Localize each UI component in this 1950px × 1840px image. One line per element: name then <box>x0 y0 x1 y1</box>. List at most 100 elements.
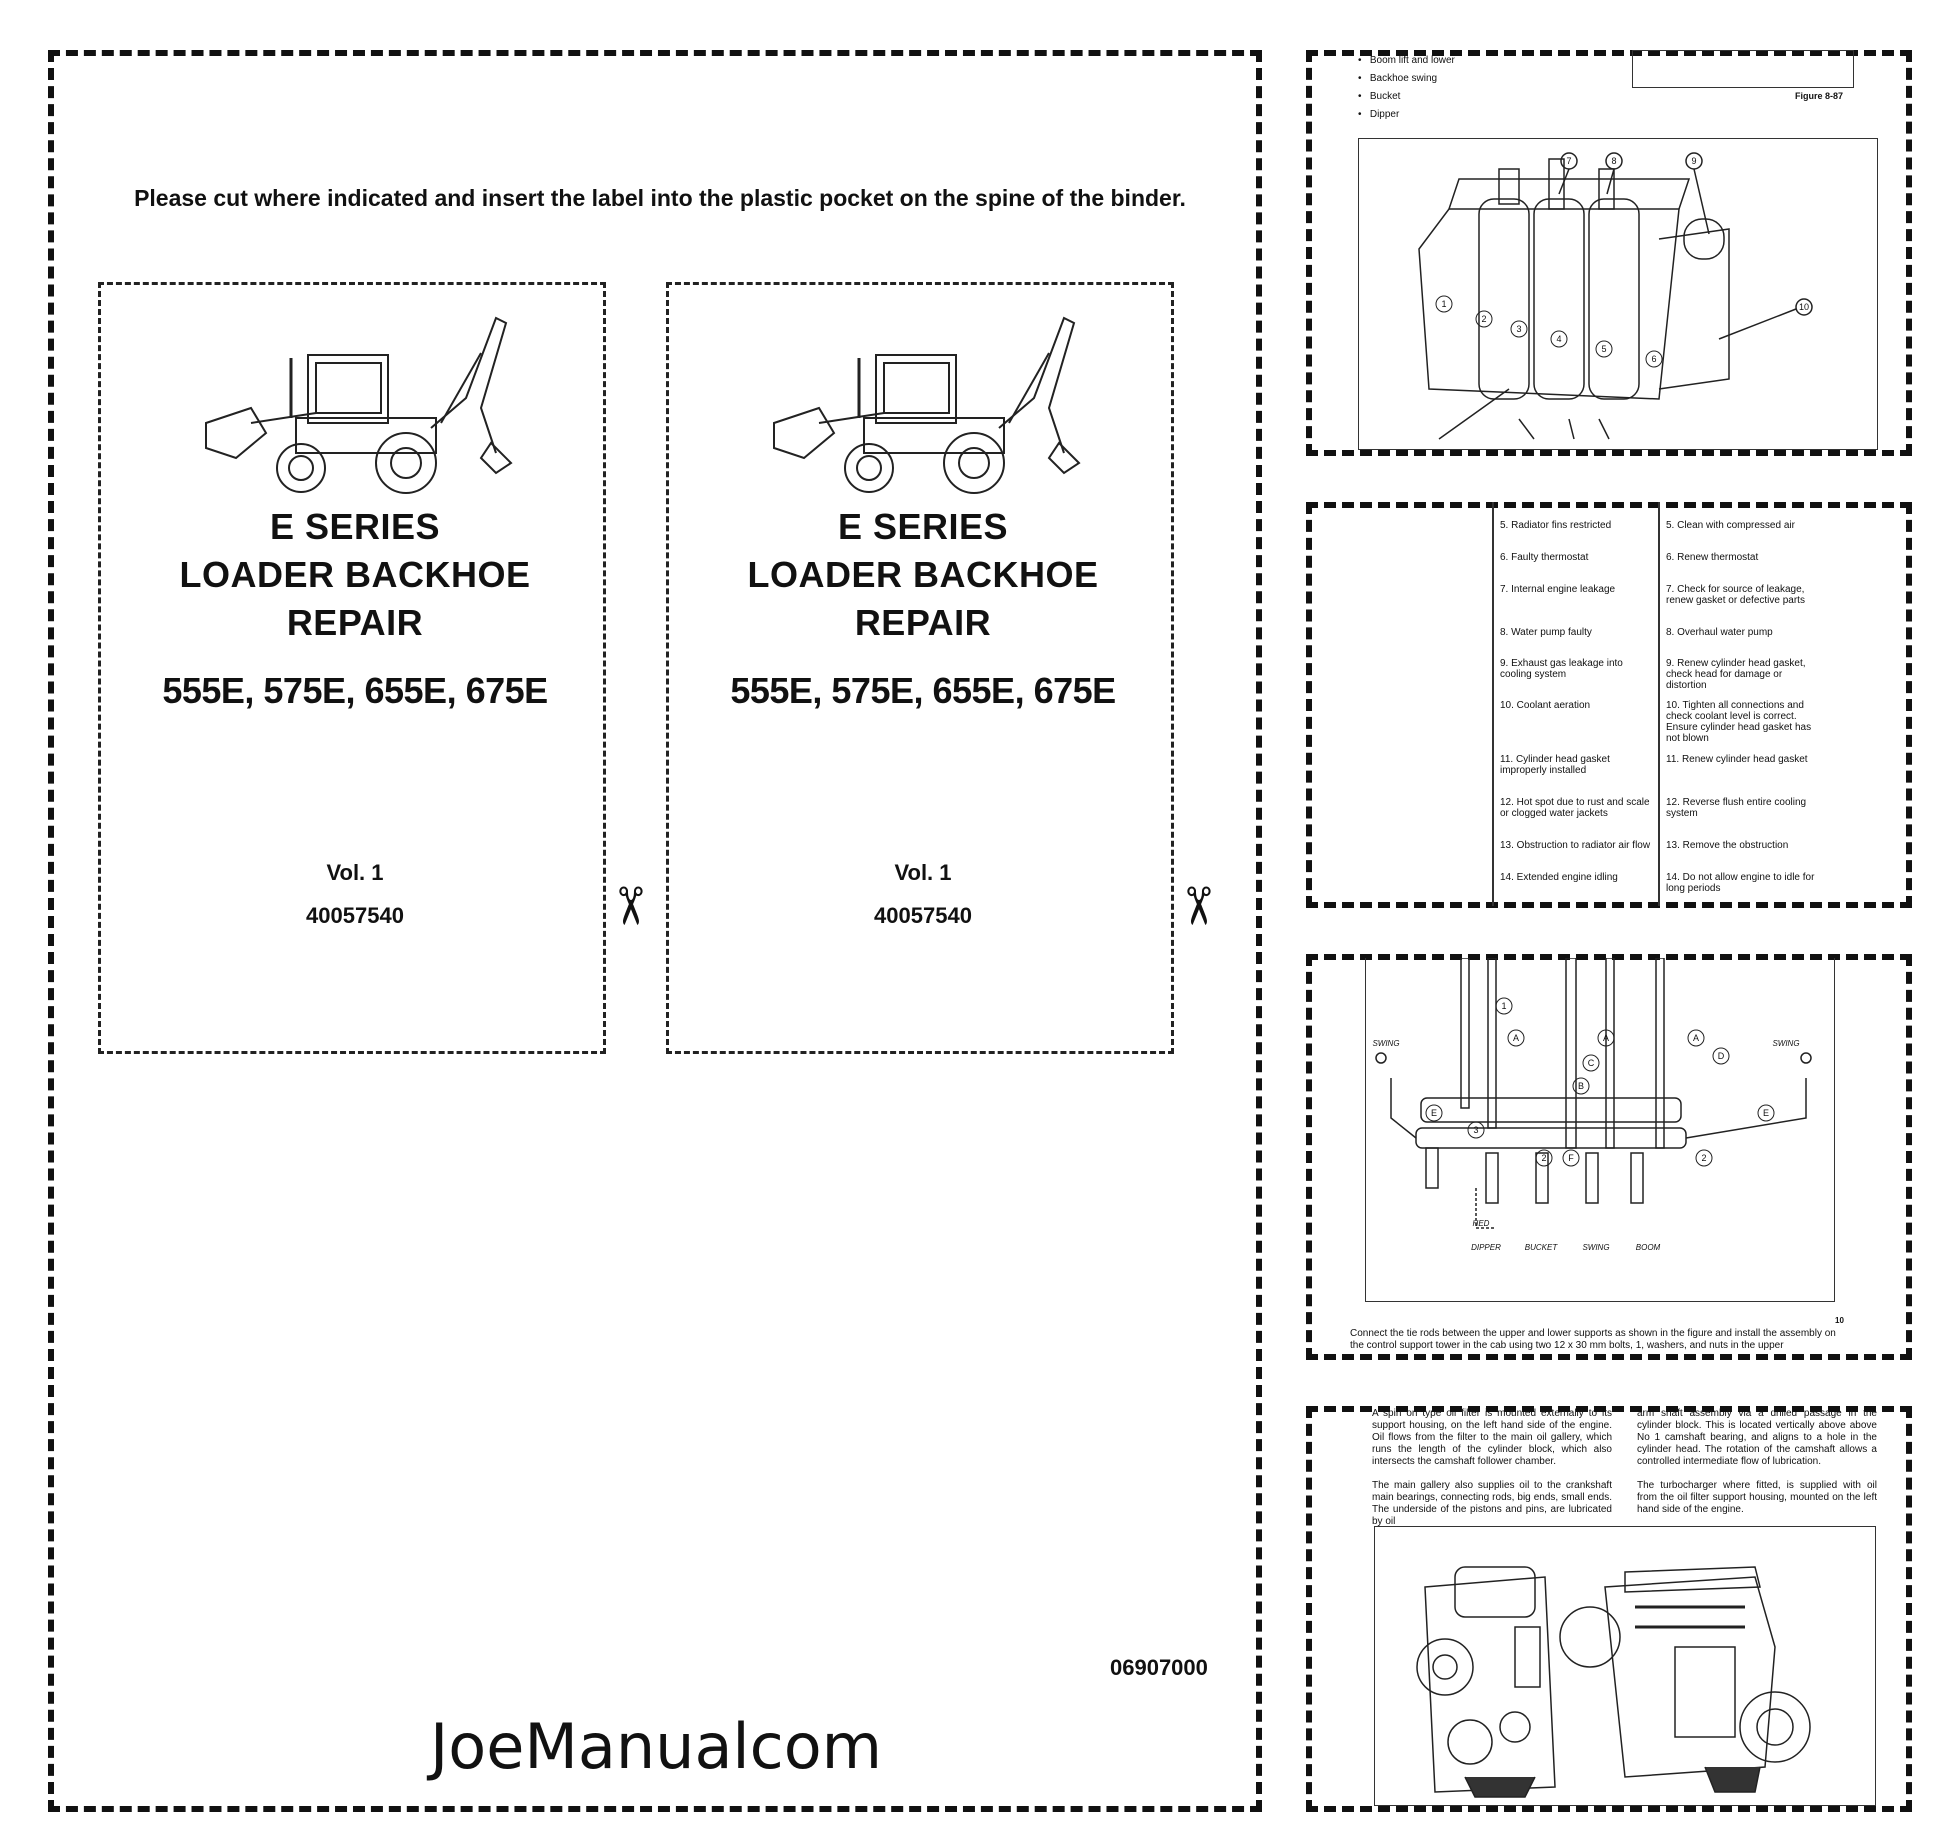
remedy-cell: 8. Overhaul water pump <box>1666 627 1773 638</box>
svg-text:1: 1 <box>1501 1001 1506 1011</box>
main-page-frame <box>48 50 1262 1812</box>
svg-text:2: 2 <box>1701 1153 1706 1163</box>
boom-label: BOOM <box>1636 1243 1661 1252</box>
label-models: 555E, 575E, 655E, 675E <box>162 670 548 711</box>
thumbnail-1-frame <box>1306 50 1912 456</box>
label-title-line-3: REPAIR <box>854 602 992 643</box>
thumbnail-4-frame <box>1306 1406 1912 1812</box>
cut-instruction: Please cut where indicated and insert th… <box>134 185 1186 211</box>
svg-text:1: 1 <box>1441 299 1446 309</box>
cause-cell: 7. Internal engine leakage <box>1500 584 1616 595</box>
bullet-item: • Backhoe swing <box>1358 73 1438 84</box>
cause-cell: 12. Hot spot due to rust and scale or cl… <box>1500 797 1650 819</box>
figure-label: Figure 8-87 <box>1795 91 1844 101</box>
dipper-label: DIPPER <box>1471 1243 1501 1252</box>
remedy-cell: 12. Reverse flush entire cooling system <box>1666 797 1807 819</box>
remedy-cell: 11. Renew cylinder head gasket <box>1666 754 1808 765</box>
lubrication-text-col2: arm shaft assembly via a drilled passage… <box>1637 1408 1877 1516</box>
watermark-text: JoeManualcom <box>430 1710 883 1783</box>
label-title-line-2: LOADER BACKHOE <box>179 554 531 595</box>
svg-text:3: 3 <box>1473 1125 1478 1135</box>
label-part-number: 40057540 <box>306 903 404 928</box>
document-number: 06907000 <box>1110 1655 1208 1680</box>
bullet-item: • Bucket <box>1358 91 1401 102</box>
hed-label: HED <box>1473 1219 1490 1228</box>
linkage-figure-box: 1 A A A C B D E E 3 2 F 2 SWING SWING DI… <box>1365 957 1835 1302</box>
remedy-cell: 9. Renew cylinder head gasket, check hea… <box>1666 658 1806 691</box>
label-title: E SERIES LOADER BACKHOE REPAIR <box>101 503 609 647</box>
svg-text:B: B <box>1578 1081 1584 1091</box>
svg-text:5: 5 <box>1601 344 1606 354</box>
cause-cell: 5. Radiator fins restricted <box>1500 520 1612 531</box>
svg-text:9: 9 <box>1691 156 1696 166</box>
figure-thumbnail <box>1632 50 1854 88</box>
swing-right-label: SWING <box>1772 1039 1799 1048</box>
thumbnail-3-frame <box>1306 954 1912 1360</box>
svg-text:F: F <box>1568 1153 1574 1163</box>
bucket-label: BUCKET <box>1525 1243 1559 1252</box>
remedy-cell: 13. Remove the obstruction <box>1666 840 1789 851</box>
control-linkage-illustration: 1 A A A C B D E E 3 2 F 2 SWING SWING DI… <box>1372 957 1812 1252</box>
svg-text:6: 6 <box>1651 354 1656 364</box>
cause-cell: 11. Cylinder head gasket improperly inst… <box>1500 754 1610 776</box>
svg-text:7: 7 <box>1566 156 1571 166</box>
page-number: 10 <box>1835 1316 1844 1325</box>
bullet-item: • Dipper <box>1358 109 1400 120</box>
label-title-line-1: E SERIES <box>269 506 441 547</box>
engine-figure-box <box>1374 1526 1876 1806</box>
spine-label-right: E SERIES LOADER BACKHOE REPAIR 555E, 575… <box>666 282 1174 1054</box>
svg-text:4: 4 <box>1556 334 1561 344</box>
paragraph: The main gallery also supplies oil to th… <box>1372 1480 1612 1527</box>
lubrication-text-col1: A spin on type oil filter is mounted ext… <box>1372 1408 1612 1528</box>
label-models: 555E, 575E, 655E, 675E <box>730 670 1116 711</box>
spine-label-left: E SERIES LOADER BACKHOE REPAIR 555E, 575… <box>98 282 606 1054</box>
swing-label: SWING <box>1582 1243 1609 1252</box>
label-volume: Vol. 1 <box>326 860 384 885</box>
remedy-cell: 10. Tighten all connections and check co… <box>1666 700 1812 744</box>
svg-text:A: A <box>1693 1033 1699 1043</box>
paragraph: A spin on type oil filter is mounted ext… <box>1372 1408 1612 1467</box>
label-title: E SERIES LOADER BACKHOE REPAIR <box>669 503 1177 647</box>
svg-text:8: 8 <box>1611 156 1616 166</box>
thumb1-bullets: • Boom lift and lower • Backhoe swing • … <box>1358 55 1455 121</box>
thumbnail-2-frame <box>1306 502 1912 908</box>
control-valve-illustration: 1 2 3 4 5 6 7 8 9 10 <box>1418 152 1813 440</box>
cause-cell: 9. Exhaust gas leakage into cooling syst… <box>1500 658 1623 680</box>
valve-figure-box: 1 2 3 4 5 6 7 8 9 10 <box>1358 138 1878 450</box>
scissors-icon: ✂ <box>599 884 658 928</box>
backhoe-illustration <box>205 316 513 494</box>
svg-text:D: D <box>1718 1051 1725 1061</box>
label-volume: Vol. 1 <box>894 860 952 885</box>
svg-text:E: E <box>1763 1108 1769 1118</box>
table-divider <box>1492 502 1494 906</box>
label-part-number: 40057540 <box>874 903 972 928</box>
linkage-caption: Connect the tie rods between the upper a… <box>1350 1328 1836 1351</box>
label-title-line-3: REPAIR <box>286 602 424 643</box>
swing-left-label: SWING <box>1372 1039 1399 1048</box>
label-title-line-2: LOADER BACKHOE <box>747 554 1099 595</box>
scissors-icon: ✂ <box>1167 884 1226 928</box>
engine-lubrication-illustration <box>1416 1566 1811 1798</box>
svg-text:E: E <box>1431 1108 1437 1118</box>
label-title-line-1: E SERIES <box>837 506 1009 547</box>
remedy-cell: 6. Renew thermostat <box>1666 552 1759 563</box>
cause-cell: 14. Extended engine idling <box>1500 872 1618 883</box>
remedy-cell: 7. Check for source of leakage, renew ga… <box>1666 584 1805 606</box>
cause-cell: 6. Faulty thermostat <box>1500 552 1589 563</box>
svg-text:2: 2 <box>1481 314 1486 324</box>
remedy-cell: 14. Do not allow engine to idle for long… <box>1666 872 1815 894</box>
cause-cell: 10. Coolant aeration <box>1500 700 1591 711</box>
svg-text:A: A <box>1603 1033 1609 1043</box>
svg-text:3: 3 <box>1516 324 1521 334</box>
paragraph: arm shaft assembly via a drilled passage… <box>1637 1408 1877 1467</box>
svg-text:2: 2 <box>1541 1153 1546 1163</box>
cause-cell: 13. Obstruction to radiator air flow <box>1500 840 1651 851</box>
svg-text:C: C <box>1588 1058 1595 1068</box>
backhoe-illustration <box>773 316 1081 494</box>
cause-cell: 8. Water pump faulty <box>1500 627 1592 638</box>
svg-text:10: 10 <box>1799 302 1809 312</box>
paragraph: The turbocharger where fitted, is suppli… <box>1637 1480 1877 1515</box>
bullet-item: • Boom lift and lower <box>1358 55 1455 66</box>
table-divider <box>1658 502 1660 906</box>
svg-text:A: A <box>1513 1033 1519 1043</box>
